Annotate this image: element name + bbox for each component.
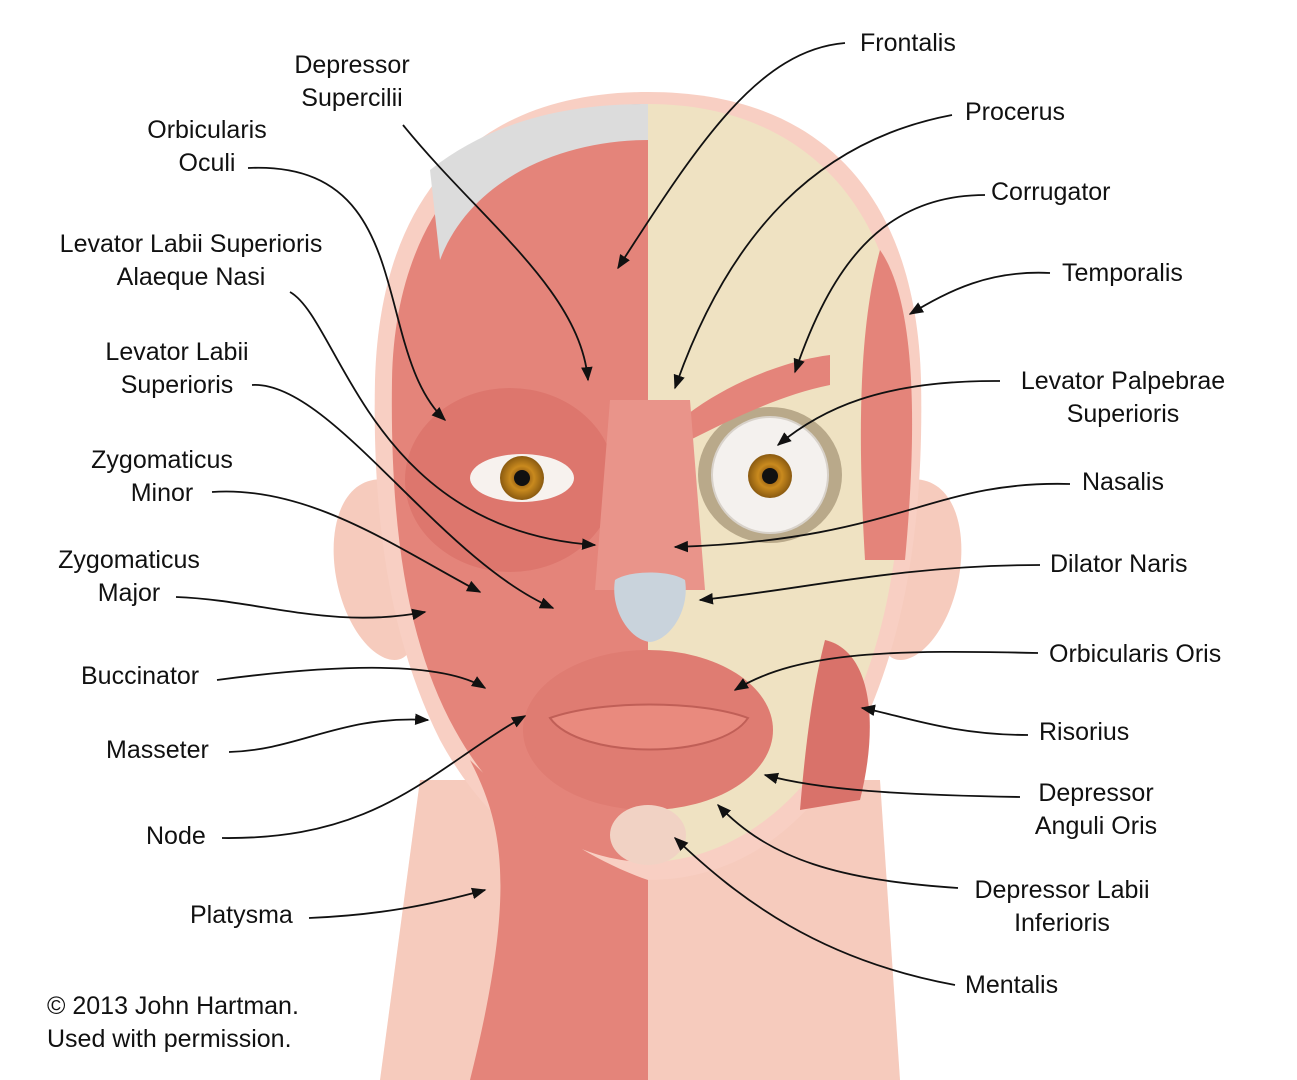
label-procerus: Procerus bbox=[965, 98, 1065, 126]
label-masseter: Masseter bbox=[106, 736, 209, 764]
credit-line-2: Used with permission. bbox=[47, 1025, 292, 1053]
leader-mentalis bbox=[673, 837, 956, 986]
nasal-muscles bbox=[595, 400, 705, 590]
galea-tendon bbox=[430, 104, 648, 260]
leader-zygomaticus-minor bbox=[211, 490, 482, 593]
leader-zygomaticus-major bbox=[175, 596, 427, 621]
leader-orbicularis-oculi bbox=[247, 167, 447, 421]
leader-corrugator bbox=[793, 194, 986, 374]
leader-levator-labii-superioris bbox=[251, 384, 555, 609]
credit: © 2013 John Hartman. Used with permissio… bbox=[47, 992, 299, 1053]
temporalis-muscle bbox=[860, 250, 913, 560]
leader-masseter bbox=[228, 713, 430, 753]
leader-procerus bbox=[673, 114, 953, 390]
chin bbox=[610, 805, 686, 865]
label-corrugator: Corrugator bbox=[991, 178, 1111, 206]
label-temporalis: Temporalis bbox=[1062, 259, 1183, 287]
leader-levator-palpebrae bbox=[776, 380, 1001, 446]
masseter-muscle bbox=[800, 640, 870, 810]
lips bbox=[548, 703, 750, 751]
leader-temporalis bbox=[908, 271, 1051, 315]
leader-orbicularis-oris bbox=[733, 650, 1039, 691]
leader-nasalis bbox=[673, 482, 1071, 553]
nose-cartilage bbox=[614, 572, 686, 642]
leader-levator-labii-alaeque bbox=[289, 291, 597, 550]
leader-node bbox=[221, 715, 527, 839]
left-eye bbox=[470, 454, 574, 502]
corrugator-muscle bbox=[680, 355, 830, 440]
leader-risorius bbox=[860, 704, 1029, 736]
label-nasalis: Nasalis bbox=[1082, 468, 1164, 496]
label-risorius: Risorius bbox=[1039, 718, 1129, 746]
right-eyeball bbox=[711, 416, 829, 534]
leader-frontalis bbox=[617, 42, 846, 270]
head-illustration bbox=[333, 92, 962, 1080]
leader-platysma bbox=[308, 887, 487, 919]
right-labels: Frontalis Procerus Corrugator Temporalis… bbox=[860, 29, 1225, 999]
label-node: Node bbox=[146, 822, 206, 850]
leader-depressor-anguli-oris bbox=[763, 772, 1021, 798]
platysma-muscle bbox=[470, 760, 648, 1080]
leader-lines bbox=[175, 42, 1071, 986]
label-mentalis: Mentalis bbox=[965, 971, 1058, 999]
label-buccinator: Buccinator bbox=[81, 662, 199, 690]
leader-buccinator bbox=[216, 666, 487, 689]
leader-dilator-naris bbox=[698, 564, 1041, 605]
credit-line-1: © 2013 John Hartman. bbox=[47, 992, 299, 1020]
label-orbicularis-oris: Orbicularis Oris bbox=[1049, 640, 1221, 668]
label-dilator-naris: Dilator Naris bbox=[1050, 550, 1188, 578]
leader-depressor-labii-inferioris bbox=[717, 803, 959, 889]
leader-depressor-supercilii bbox=[402, 124, 593, 382]
label-platysma: Platysma bbox=[190, 901, 293, 929]
label-frontalis: Frontalis bbox=[860, 29, 956, 57]
